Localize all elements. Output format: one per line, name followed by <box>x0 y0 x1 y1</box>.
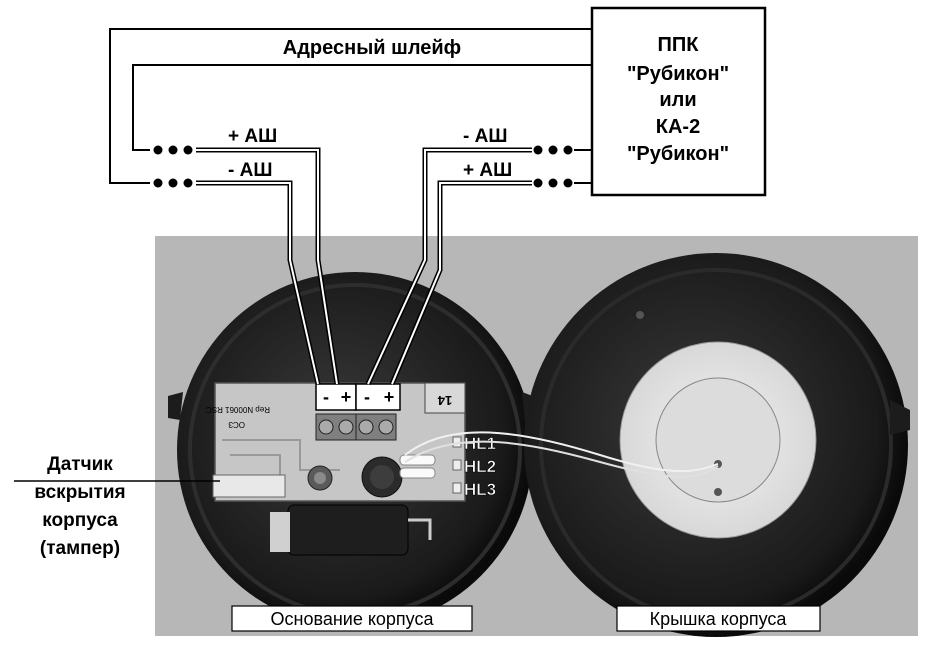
board-silk-text: Rep N00061 RSC <box>206 405 270 414</box>
tamper-label-2: вскрытия <box>34 482 125 503</box>
led-label-hl3: HL3 <box>464 480 496 499</box>
address-loop-wires <box>109 28 592 184</box>
leds: HL1 HL2 HL3 <box>399 434 496 499</box>
terminal-signs: - + - + <box>315 383 401 411</box>
terminal-sign-2: + <box>341 387 352 407</box>
panel-line-2: "Рубикон" <box>627 63 729 85</box>
terminal-block <box>315 413 397 441</box>
panel-line-1: ППК <box>658 34 700 56</box>
wire-label-right-top: - АШ <box>463 126 507 147</box>
led-label-hl1: HL1 <box>464 434 496 453</box>
terminal-sign-4: + <box>384 387 395 407</box>
board-silk-text-2: ОСЗ <box>228 420 245 429</box>
panel-line-3: или <box>659 89 696 111</box>
tamper-label-3: корпуса <box>42 510 118 531</box>
terminal-sign-1: - <box>323 387 329 407</box>
wire-label-right-bottom: + АШ <box>463 160 512 181</box>
panel-line-4: КА-2 <box>656 116 700 138</box>
panel-box <box>590 6 767 197</box>
piezo-wire-2 <box>404 440 719 478</box>
wire-label-left-top: + АШ <box>228 126 277 147</box>
wire-dots <box>153 145 573 188</box>
panel-stub-wires <box>574 149 592 184</box>
terminal-sign-3: - <box>364 387 370 407</box>
panel-line-5: "Рубикон" <box>627 143 729 165</box>
wire-label-left-bottom: - АШ <box>228 160 272 181</box>
board-number: 14 <box>437 393 452 408</box>
tamper-label-1: Датчик <box>47 454 113 475</box>
caption-base: Основание корпуса <box>271 609 435 629</box>
led-label-hl2: HL2 <box>464 457 496 476</box>
caption-base-box <box>231 605 473 632</box>
components <box>270 456 432 556</box>
caption-cover-box <box>616 605 821 632</box>
terminal-wires <box>196 147 532 386</box>
caption-cover: Крышка корпуса <box>650 609 788 629</box>
housing-cover <box>524 253 910 637</box>
tamper-label-4: (тампер) <box>40 538 120 559</box>
tamper-switch <box>212 474 286 498</box>
piezo-wire-1 <box>404 431 719 473</box>
loop-label: Адресный шлейф <box>283 37 461 59</box>
piezo-inner <box>655 377 781 503</box>
